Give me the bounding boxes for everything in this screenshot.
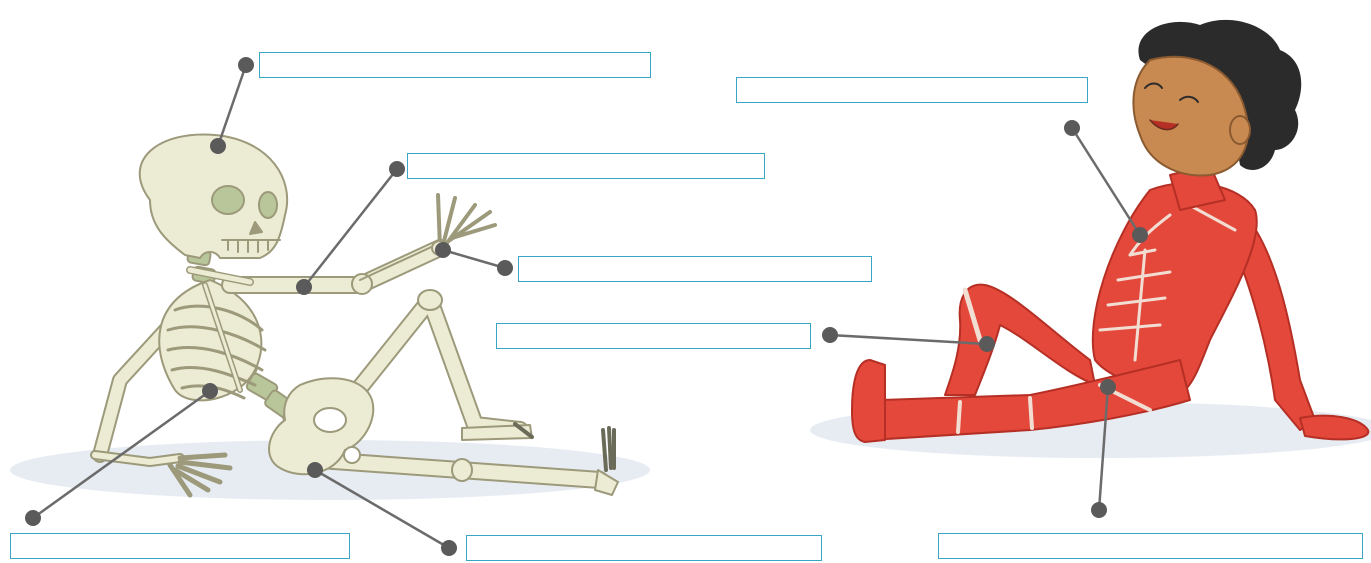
label-input-thigh-muscle[interactable] [939, 534, 1362, 558]
dot-rib-cage-target [202, 383, 218, 399]
label-input-pelvis[interactable] [467, 536, 821, 560]
skeleton-rib-cage [159, 280, 265, 400]
label-box-rib-cage[interactable] [10, 533, 350, 559]
label-box-arm-bone[interactable] [407, 153, 765, 179]
muscle-figure-foot [852, 360, 885, 442]
skeleton-skull [140, 134, 287, 258]
label-box-thigh-muscle[interactable] [938, 533, 1363, 559]
label-box-skull[interactable] [259, 52, 651, 78]
skeleton-illustration [95, 134, 618, 495]
label-input-face[interactable] [737, 78, 1087, 102]
leader-line-face [1072, 128, 1140, 235]
label-input-hand-bones[interactable] [519, 257, 871, 281]
dot-skull-box [238, 57, 254, 73]
dot-face-target [1132, 227, 1148, 243]
dot-arm-bone-target [296, 279, 312, 295]
dot-skull-target [210, 138, 226, 154]
skeleton-front-hand [438, 195, 495, 248]
label-box-hand-bones[interactable] [518, 256, 872, 282]
muscle-figure-head [1133, 20, 1301, 176]
dot-pelvis-box [441, 540, 457, 556]
label-box-face[interactable] [736, 77, 1088, 103]
skeleton-pelvis [269, 378, 373, 474]
label-input-skull[interactable] [260, 53, 650, 77]
dot-face-box [1064, 120, 1080, 136]
label-input-rib-cage[interactable] [11, 534, 349, 558]
dot-pelvis-target [307, 462, 323, 478]
dot-thigh-muscle-target [1100, 379, 1116, 395]
label-box-knee-muscle[interactable] [496, 323, 811, 349]
dot-hand-bones-target [435, 242, 451, 258]
dot-hand-bones-box [497, 260, 513, 276]
dot-knee-muscle-box [822, 327, 838, 343]
dot-thigh-muscle-box [1091, 502, 1107, 518]
dot-rib-cage-box [25, 510, 41, 526]
dot-arm-bone-box [389, 161, 405, 177]
label-box-pelvis[interactable] [466, 535, 822, 561]
label-input-knee-muscle[interactable] [497, 324, 810, 348]
label-input-arm-bone[interactable] [408, 154, 764, 178]
dot-knee-muscle-target [979, 336, 995, 352]
muscle-figure-torso [1093, 183, 1257, 391]
leader-line-skull [218, 65, 246, 146]
leader-line-hand-bones [443, 250, 505, 268]
